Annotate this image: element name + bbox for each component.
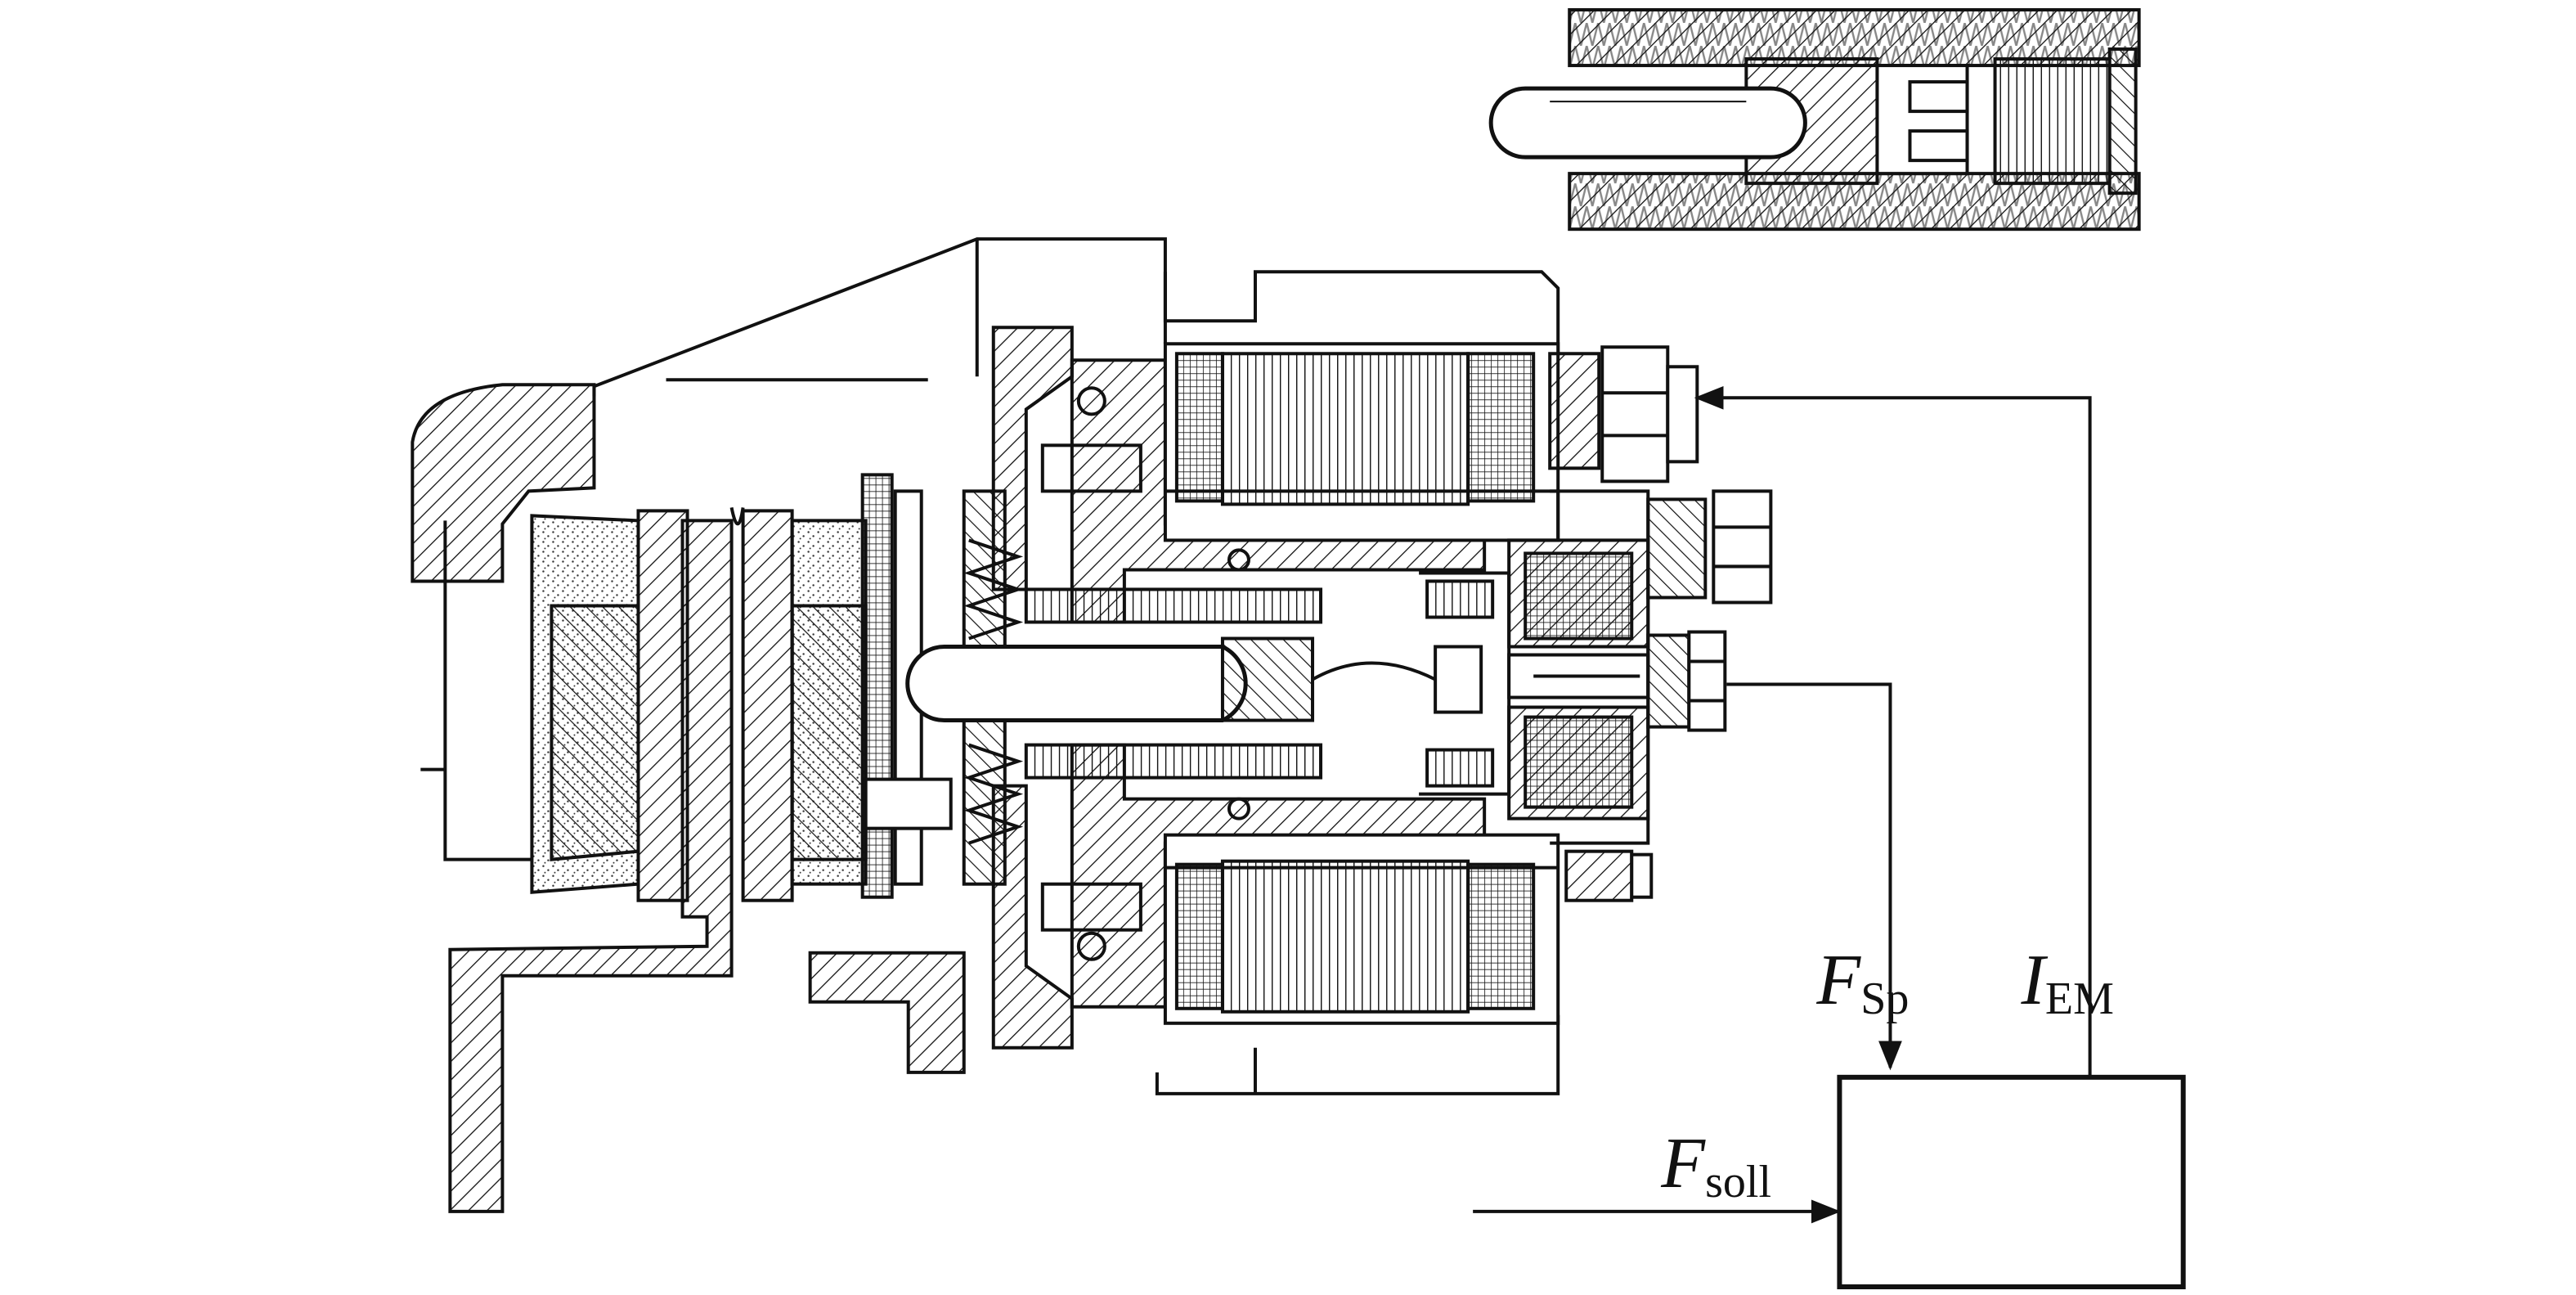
- wire-em-current: [1694, 385, 2092, 1077]
- label-i-em: IEM: [2021, 941, 2114, 1024]
- signal-lines: [1473, 385, 2092, 1224]
- connectors: [1548, 345, 1773, 902]
- wire-spindle-force: [1726, 682, 1902, 1071]
- electromagnet: [1507, 538, 1650, 821]
- spindle-detail: [1488, 8, 2141, 232]
- controller-box: [1837, 1074, 2186, 1289]
- brake-pads: [530, 473, 953, 902]
- motor-stator: [1163, 342, 1560, 1025]
- label-f-soll: Fsoll: [1660, 1124, 1771, 1207]
- brake-caliper: [411, 383, 966, 1213]
- label-f-sp: FSp: [1815, 941, 1909, 1024]
- actuator-housing: [420, 237, 1560, 1095]
- rotor-spindle: [1070, 358, 1511, 1009]
